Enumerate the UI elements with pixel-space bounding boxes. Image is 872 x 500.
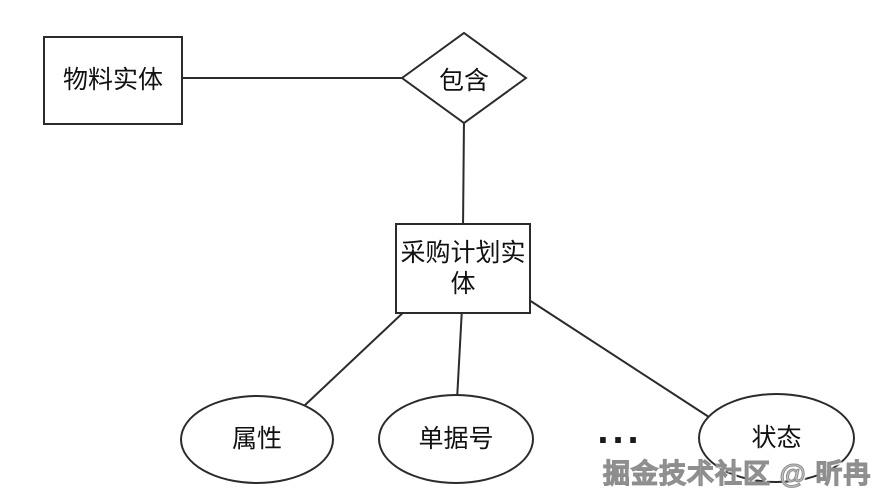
watermark: 掘金技术社区 @ 昕冉 — [602, 459, 872, 490]
node-document-number: 单据号 — [378, 394, 534, 484]
edge-purchase-plan-to-attribute — [303, 307, 409, 407]
edge-purchase-plan-to-status — [525, 297, 713, 420]
node-attribute: 属性 — [180, 395, 334, 484]
node-status-label: 状态 — [751, 423, 802, 452]
diamond-shape-contains — [400, 31, 528, 125]
node-contains-relationship: 包含 — [404, 58, 524, 100]
node-status: 状态 — [698, 393, 855, 483]
edge-purchase-plan-to-document-number — [456, 307, 463, 401]
node-purchase-plan-label: 采购计划实体 — [400, 238, 526, 298]
node-purchase-plan-entity: 采购计划实体 — [395, 223, 531, 314]
node-contains-label: 包含 — [438, 67, 489, 95]
node-document-number-label: 单据号 — [418, 424, 494, 453]
edge-contains-to-purchase-plan — [462, 117, 465, 231]
node-material-entity-label: 物料实体 — [62, 66, 163, 94]
node-attribute-label: 属性 — [231, 425, 282, 453]
ellipsis-mark: ... — [597, 408, 643, 452]
node-material-entity: 物料实体 — [43, 36, 183, 125]
